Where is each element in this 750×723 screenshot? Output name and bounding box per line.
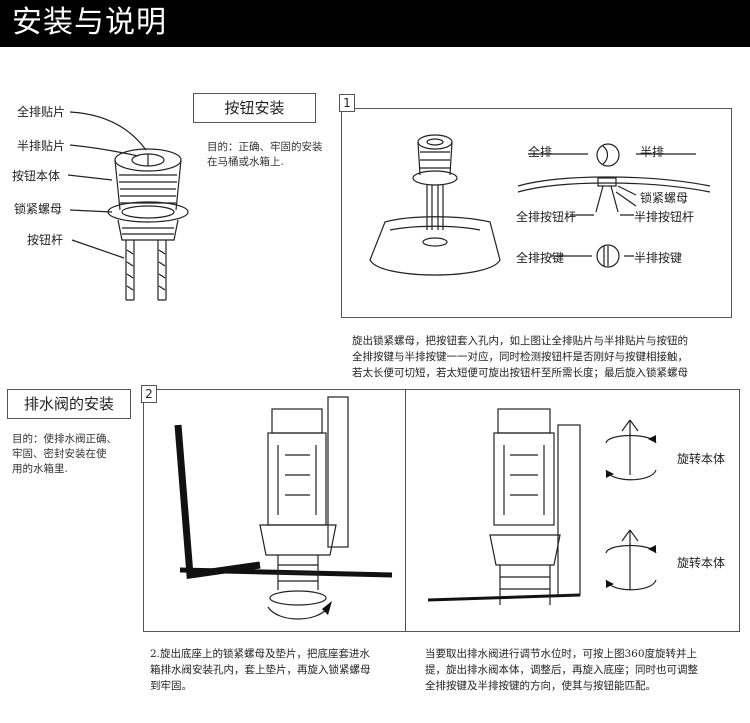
label-rotate-body-2: 旋转本体 xyxy=(677,556,726,570)
label-full-flush-rod: 全排按钮杆 xyxy=(516,210,577,224)
step1-line: 旋出锁紧螺母，把按钮套入孔内，如上图让全排贴片与半排贴片与按钮的 xyxy=(352,335,688,347)
button-install-purpose: 目的：正确、牢固的安装 在马桶或水箱上. xyxy=(207,140,323,170)
label-half-flush: 半排 xyxy=(640,145,665,159)
page-title: 安装与说明 xyxy=(12,5,167,40)
step1-description: 旋出锁紧螺母，把按钮套入孔内，如上图让全排贴片与半排贴片与按钮的 全排按键与半排… xyxy=(352,333,688,381)
label-lock-nut: 锁紧螺母 xyxy=(14,202,63,216)
header-bar: 安装与说明 xyxy=(0,0,750,47)
label-full-flush-patch: 全排贴片 xyxy=(17,105,66,119)
panel-number-1: 1 xyxy=(339,94,355,112)
label-rotate-body-1: 旋转本体 xyxy=(677,452,726,466)
button-on-tank-illustration xyxy=(369,134,501,276)
panel-drain-valve-installation xyxy=(143,389,740,632)
step2-description: 2.旋出底座上的锁紧螺母及垫片，把底座套进水 箱排水阀安装孔内，套上垫片，再旋入… xyxy=(150,646,371,694)
step1-line: 全排按键与半排按键一一对应，同时检测按钮杆是否刚好与按键相接触， xyxy=(352,351,688,363)
purpose-line: 目的：正确、牢固的安装 xyxy=(207,141,323,153)
step3-line: 提，旋出排水阀本体，调整后，再旋入底座；同时也可调整 xyxy=(425,664,698,676)
purpose-line: 用的水箱里. xyxy=(12,463,68,475)
label-full-flush: 全排 xyxy=(528,145,553,159)
button-detail-diagrams xyxy=(517,143,711,268)
drain-valve-fitting-illustration xyxy=(174,396,393,620)
drain-valve-purpose: 目的：使排水阀正确、 牢固、密封安装在使 用的水箱里. xyxy=(12,432,117,477)
step3-line: 全排按键及半排按键的方向，使其与按钮能匹配。 xyxy=(425,680,656,692)
label-button-rod: 按钮杆 xyxy=(27,233,64,247)
panel-button-installation xyxy=(341,108,732,318)
label-lock-nut-detail: 锁紧螺母 xyxy=(640,191,689,205)
drain-valve-rotation-illustration xyxy=(427,408,657,605)
label-half-flush-patch: 半排贴片 xyxy=(17,139,66,153)
purpose-line: 牢固、密封安装在使 xyxy=(12,448,107,460)
step1-line: 若太长便可切短，若太短便可旋出按钮杆至所需长度；最后旋入锁紧螺母 xyxy=(352,367,688,379)
purpose-line: 目的：使排水阀正确、 xyxy=(12,433,117,445)
purpose-line: 在马桶或水箱上. xyxy=(207,156,284,168)
step2-line: 箱排水阀安装孔内，套上垫片，再旋入锁紧螺母 xyxy=(150,664,371,676)
label-half-flush-key: 半排按键 xyxy=(634,251,683,265)
label-button-body: 按钮本体 xyxy=(12,169,61,183)
step3-description: 当要取出排水阀进行调节水位时，可按上图360度旋转并上 提，旋出排水阀本体，调整… xyxy=(425,646,698,694)
step2-line: 2.旋出底座上的锁紧螺母及垫片，把底座套进水 xyxy=(150,648,371,660)
step3-line: 当要取出排水阀进行调节水位时，可按上图360度旋转并上 xyxy=(425,648,698,660)
label-full-flush-key: 全排按键 xyxy=(516,251,565,265)
panel-number-2: 2 xyxy=(141,385,157,403)
button-install-title: 按钮安装 xyxy=(193,93,316,123)
panel-divider xyxy=(405,389,406,632)
push-button-exploded-illustration xyxy=(67,111,189,301)
label-half-flush-rod: 半排按钮杆 xyxy=(634,210,695,224)
drain-valve-install-title: 排水阀的安装 xyxy=(7,389,131,419)
step2-line: 到牢固。 xyxy=(150,680,192,692)
